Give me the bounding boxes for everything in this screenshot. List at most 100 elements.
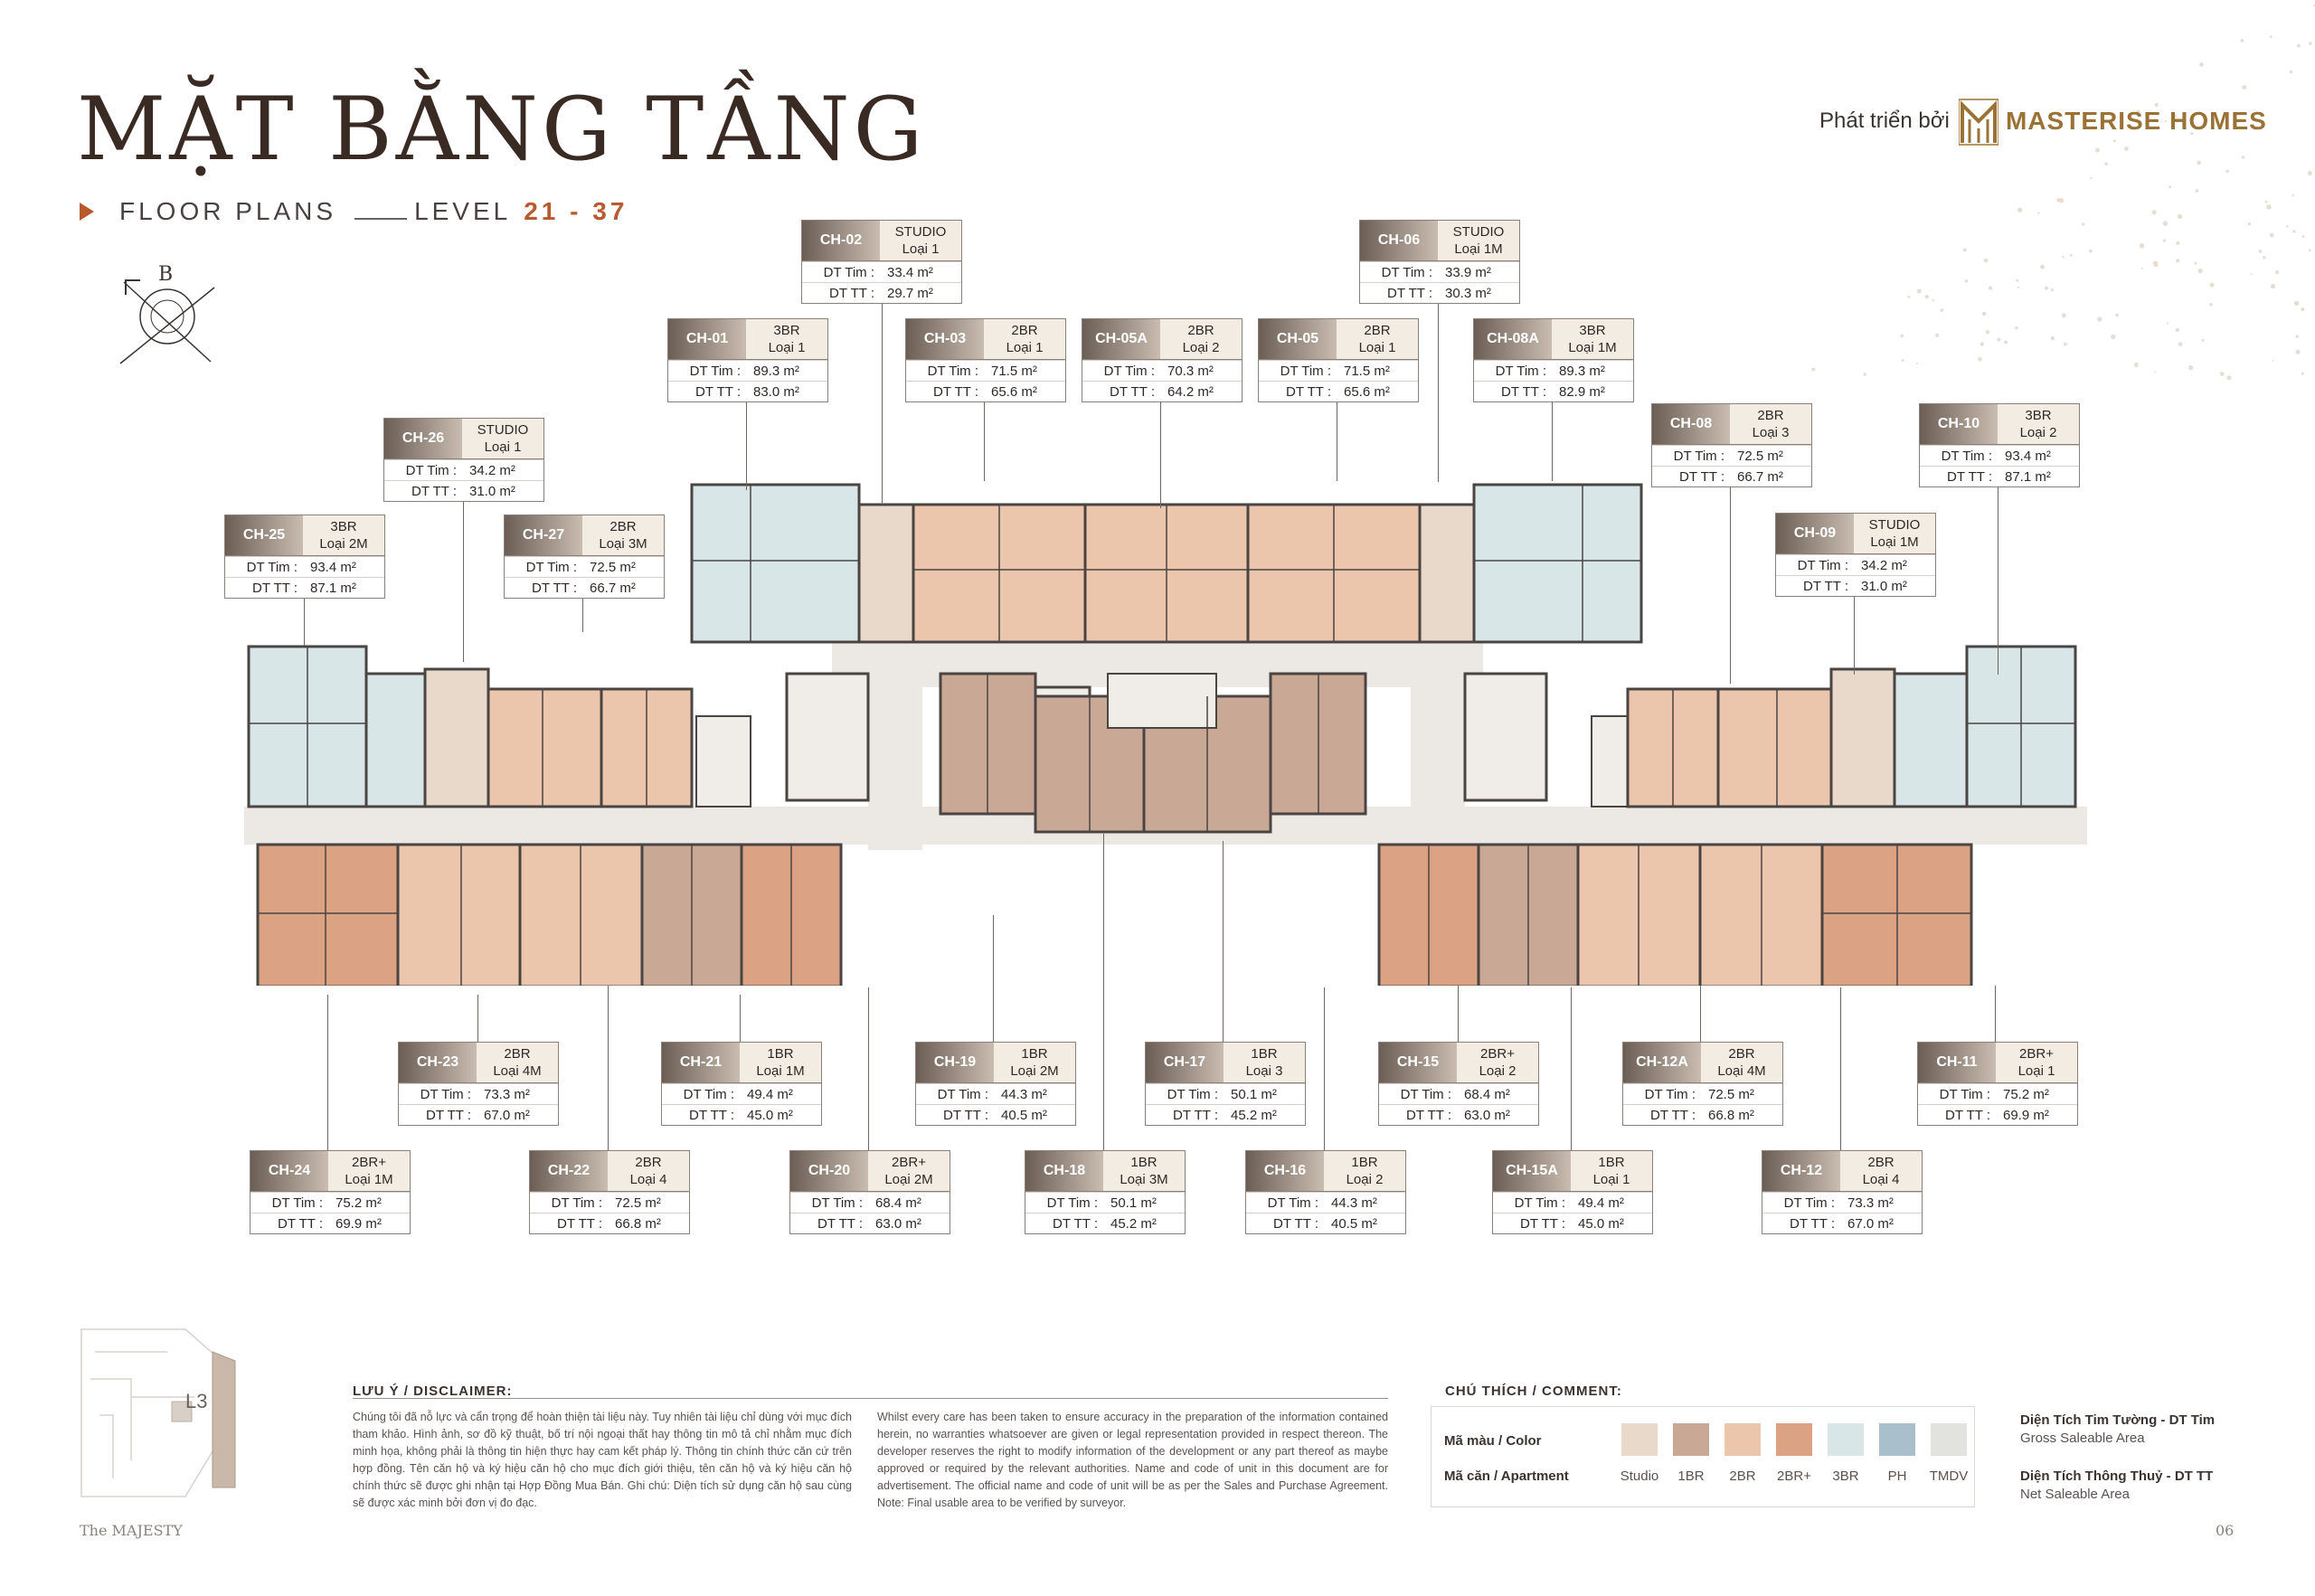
- dt-tim-value: 33.9 m²: [1445, 264, 1491, 280]
- unit-type: 2BR: [1867, 1155, 1895, 1170]
- dt-tim-label: DT Tim :: [1267, 1195, 1318, 1211]
- dt-tt-label: DT TT :: [1944, 1107, 1990, 1123]
- unit-code: CH-11: [1918, 1043, 1996, 1082]
- decorative-dot: [1983, 258, 1989, 263]
- decorative-dot: [2124, 146, 2129, 151]
- leader-line: [868, 987, 869, 1150]
- leader-line: [1840, 987, 1841, 1150]
- decorative-dot: [1900, 334, 1904, 338]
- unit-gross-area-row: DT Tim :70.3 m²: [1082, 360, 1242, 381]
- unit-code: CH-12: [1762, 1151, 1840, 1191]
- unit-type-block: 2BR+Loại 1: [1996, 1043, 2077, 1082]
- dt-tt-value: 30.3 m²: [1445, 285, 1491, 301]
- decorative-dot: [2201, 338, 2205, 342]
- leader-line: [740, 995, 741, 1042]
- dt-tt-value: 63.0 m²: [1464, 1107, 1510, 1123]
- dt-tt-value: 66.8 m²: [615, 1215, 661, 1232]
- unit-gross-area-row: DT Tim :71.5 m²: [906, 360, 1065, 381]
- dt-tt-label: DT TT :: [1272, 1215, 1318, 1232]
- decorative-dot: [2133, 362, 2139, 368]
- dt-tim-label: DT Tim :: [1381, 264, 1432, 280]
- dt-tt-label: DT TT :: [1678, 468, 1724, 485]
- unit-net-area-row: DT TT :63.0 m²: [1379, 1104, 1538, 1125]
- dt-tt-value: 65.6 m²: [991, 383, 1037, 400]
- unit-code: CH-25: [225, 515, 303, 555]
- unit-type: 2BR+: [352, 1155, 386, 1170]
- dt-tt-value: 40.5 m²: [1331, 1215, 1377, 1232]
- unit-code: CH-06: [1360, 221, 1438, 260]
- dt-tim-value: 50.1 m²: [1110, 1195, 1157, 1211]
- project-name: The MAJESTY: [80, 1522, 183, 1539]
- decorative-dot: [2269, 232, 2274, 238]
- leader-line: [1160, 400, 1161, 508]
- unit-net-area-row: DT TT :40.5 m²: [916, 1104, 1075, 1125]
- decorative-dot: [2219, 372, 2225, 376]
- decorative-dot: [2089, 249, 2093, 253]
- decorative-dot: [2167, 322, 2169, 325]
- decorative-dot: [1932, 298, 1934, 302]
- unit-type-block: 2BR+Loại 2: [1457, 1043, 1538, 1082]
- unit-code: CH-05: [1259, 319, 1337, 359]
- unit-loai: Loại 1M: [1568, 340, 1617, 355]
- unit-net-area-row: DT TT :87.1 m²: [225, 577, 384, 598]
- dt-tt-value: 66.7 m²: [1737, 468, 1783, 485]
- decorative-dot: [2152, 260, 2159, 266]
- legend-swatch: [1879, 1423, 1915, 1456]
- nsa-subtitle: Net Saleable Area: [2020, 1487, 2130, 1502]
- leader-line: [1458, 986, 1459, 1042]
- unit-loai: Loại 1M: [1870, 534, 1919, 550]
- unit-loai: Loại 2: [1182, 340, 1220, 355]
- unit-code: CH-22: [530, 1151, 608, 1191]
- leader-line: [463, 499, 464, 662]
- dt-tim-value: 50.1 m²: [1231, 1086, 1277, 1102]
- decorative-dot: [2004, 340, 2008, 345]
- decorative-dot: [2111, 334, 2116, 340]
- dt-tim-value: 34.2 m²: [1861, 557, 1907, 573]
- dt-tt-value: 45.0 m²: [1578, 1215, 1624, 1232]
- legend-label: 1BR: [1677, 1469, 1705, 1484]
- dt-tim-label: DT Tim :: [1941, 448, 1992, 464]
- dt-tt-value: 66.7 m²: [590, 580, 636, 596]
- decorative-dot: [2295, 349, 2301, 354]
- unit-type-block: 2BR+ Loại 2M: [868, 1151, 950, 1191]
- unit-type: 2BR+: [892, 1155, 926, 1170]
- dt-tt-label: DT TT :: [942, 1107, 988, 1123]
- unit-net-area-row: DT TT :66.8 m²: [530, 1213, 689, 1233]
- unit-gross-area-row: DT Tim :73.3 m²: [399, 1083, 558, 1104]
- triangle-bullet-icon: [80, 203, 94, 221]
- decorative-dot: [2175, 327, 2180, 333]
- unit-code: CH-09: [1776, 514, 1854, 553]
- unit-loai: Loại 2: [2019, 425, 2057, 440]
- disclaimer-divider: [353, 1398, 1388, 1399]
- dt-tt-label: DT TT :: [1052, 1215, 1098, 1232]
- unit-loai: Loại 1: [1358, 340, 1396, 355]
- dt-tim-value: 34.2 m²: [469, 462, 515, 478]
- decorative-dot: [2292, 230, 2296, 233]
- dt-tim-label: DT Tim :: [1514, 1195, 1565, 1211]
- dt-tim-value: 68.4 m²: [1464, 1086, 1510, 1102]
- unit-type: 3BR: [2025, 408, 2052, 423]
- decorative-dot: [2188, 365, 2194, 371]
- dt-tim-label: DT Tim :: [1103, 363, 1155, 379]
- legend-apartment-label: Mã căn / Apartment: [1444, 1469, 1569, 1484]
- decorative-dot: [2112, 139, 2116, 143]
- unit-net-area-row: DT TT :45.2 m²: [1146, 1104, 1305, 1125]
- unit-loai: Loại 2M: [884, 1172, 933, 1187]
- dt-tim-label: DT Tim :: [1673, 448, 1724, 464]
- decorative-dot: [2242, 85, 2247, 90]
- legend-label: 2BR: [1729, 1469, 1756, 1484]
